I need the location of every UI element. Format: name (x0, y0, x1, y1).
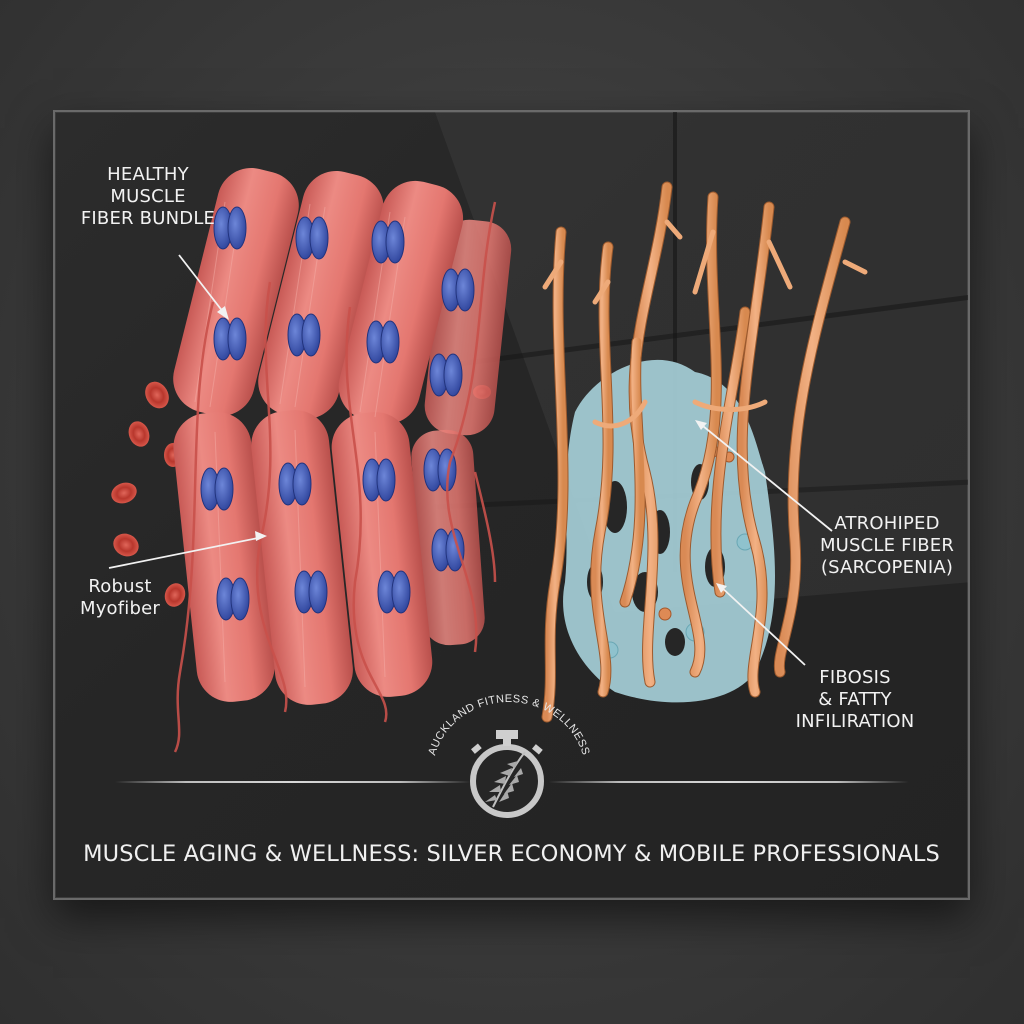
logo-text: AUCKLAND FITNESS & WELLNESS (426, 693, 591, 757)
label-fibrosis: FIBOSIS & FATTY INFILIRATION (795, 667, 915, 732)
label-healthy-bundle: HEALTHY MUSCLE FIBER BUNDLE (80, 164, 216, 229)
logo-text-arc: AUCKLAND FITNESS & WELLNESS (426, 693, 591, 757)
svg-text:AUCKLAND FITNESS & WELLNESS: AUCKLAND FITNESS & WELLNESS (426, 693, 591, 757)
label-robust-myofiber: Robust Myofiber (79, 576, 161, 619)
logo-emblem (470, 730, 544, 818)
atrophied-fiber-cluster (541, 181, 868, 723)
diagram-title: MUSCLE AGING & WELLNESS: SILVER ECONOMY … (83, 841, 940, 867)
healthy-fiber-bundle (173, 168, 512, 753)
illustration (108, 168, 868, 818)
divider-right (549, 781, 909, 783)
diagram-panel: AUCKLAND FITNESS & WELLNESS HEALTHY MUSC… (53, 110, 970, 900)
annotation-arrows (108, 254, 833, 666)
label-atrophied-fiber: ATROHIPED MUSCLE FIBER (SARCOPENIA) (819, 513, 955, 578)
divider-left (115, 781, 471, 783)
